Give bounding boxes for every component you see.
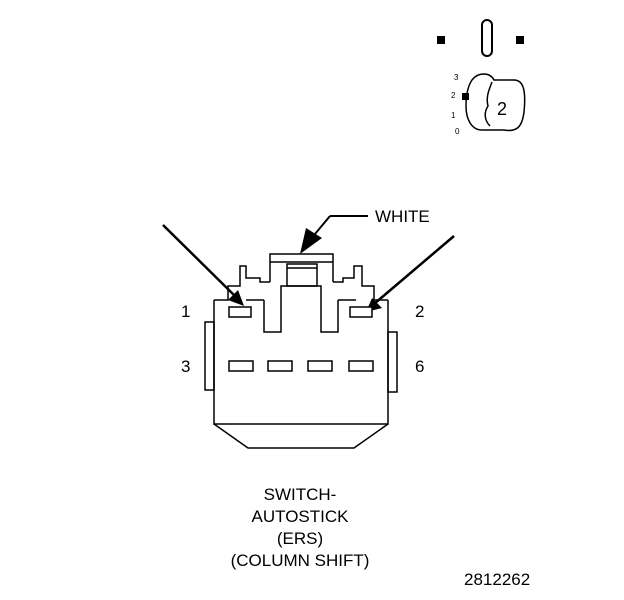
latch-housing: [269, 253, 334, 282]
caption-line-1: SWITCH-: [263, 485, 337, 504]
cavity-pin-3: [228, 360, 254, 372]
wire-arrow-head: [300, 228, 322, 254]
arrow-to-pin-2-shaft: [373, 235, 455, 305]
left-flange: [204, 321, 215, 391]
cavity-pin-4: [267, 360, 293, 372]
connector-top-outline-left: [214, 265, 270, 301]
arrow-to-pin-1-head: [228, 290, 244, 306]
connector-body: [204, 253, 398, 449]
caption-line-3: (ERS): [276, 529, 324, 548]
cavity-pin-5: [307, 360, 333, 372]
pin-label-1: 1: [181, 302, 190, 321]
key-knob-outline: [465, 73, 526, 132]
arrow-to-pin-1-shaft: [162, 224, 237, 298]
cavity-pin-1: [228, 306, 252, 318]
cavity-pin-6: [348, 360, 374, 372]
key-pos-2: 2: [451, 91, 456, 100]
wire-color-callout: WHITE: [300, 207, 430, 254]
pin-cavities: [228, 306, 374, 372]
connector-top-outline-right: [333, 265, 388, 301]
pin-label-3: 3: [181, 357, 190, 376]
right-marker: [516, 36, 524, 44]
key-channel: [263, 285, 339, 333]
figure-id: 2812262: [464, 570, 531, 589]
key-knob-inner: [484, 81, 493, 127]
key-pos-3: 3: [454, 73, 459, 82]
pin-pointer-arrows: [162, 224, 455, 312]
key-indicator: [462, 93, 469, 100]
right-flange: [387, 331, 398, 393]
pin-label-6: 6: [415, 357, 424, 376]
key-number: 2: [497, 99, 507, 119]
slot-marker: [481, 19, 493, 57]
key-pos-1: 1: [451, 111, 456, 120]
pin-label-2: 2: [415, 302, 424, 321]
caption-line-2: AUTOSTICK: [251, 507, 349, 526]
connector-bottom-taper: [213, 423, 389, 449]
left-marker: [437, 36, 445, 44]
caption-line-4: (COLUMN SHIFT): [230, 551, 370, 570]
diagram-caption: SWITCH- AUTOSTICK (ERS) (COLUMN SHIFT): [180, 484, 420, 572]
wire-color-label: WHITE: [375, 207, 430, 226]
key-position-icon: 3 2 1 0 2: [437, 19, 526, 136]
cavity-pin-2: [349, 306, 373, 318]
key-pos-0: 0: [455, 127, 460, 136]
